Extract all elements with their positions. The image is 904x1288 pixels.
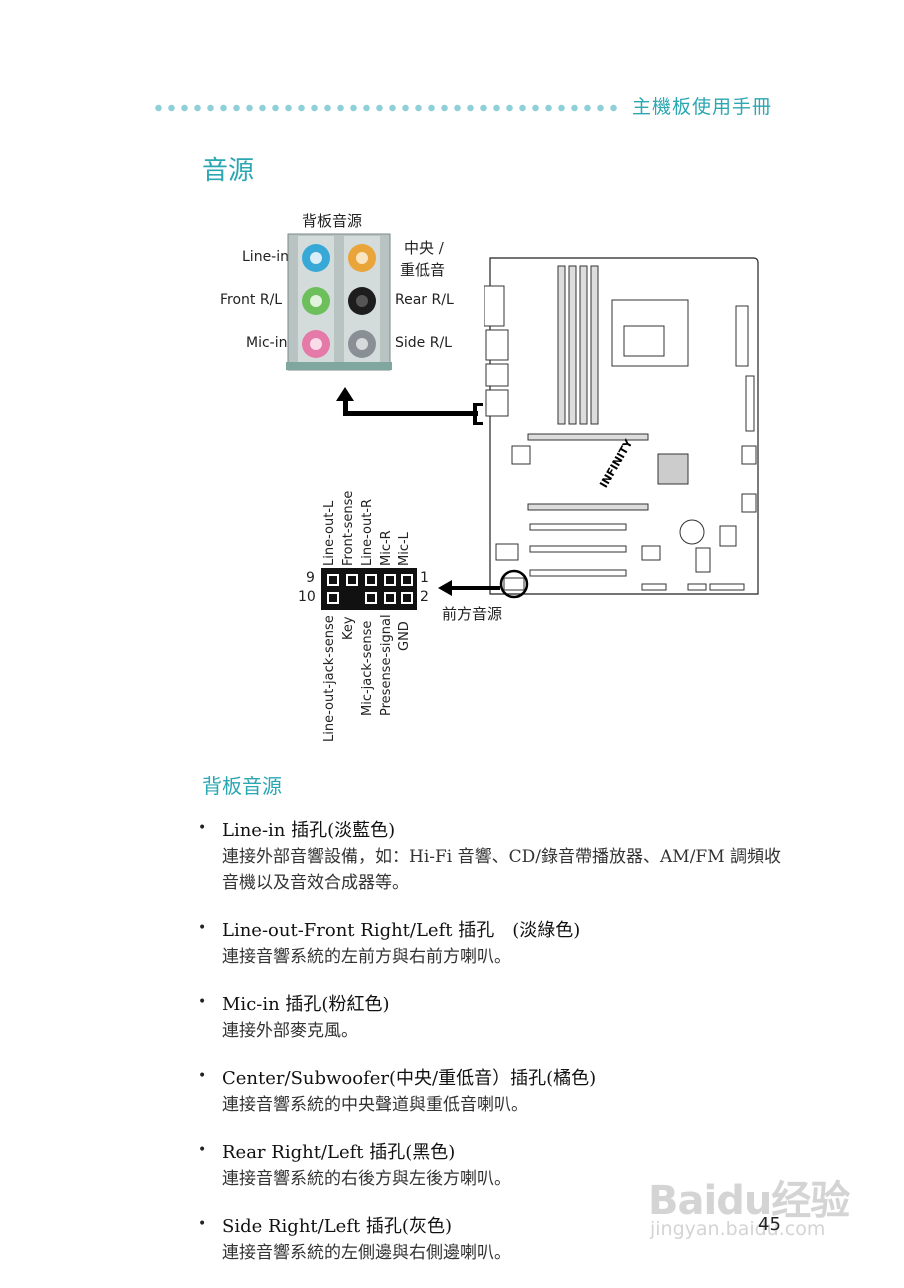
list-item: • Center/Subwoofer(中央/重低音）插孔(橘色) 連接音響系統的… [198, 1066, 798, 1118]
item-desc: 連接音響系統的左側邊與右側邊喇叭。 [222, 1243, 511, 1263]
page-number: 45 [758, 1214, 781, 1235]
jack-green [302, 287, 330, 315]
pin-label-mic-l: Mic-L [397, 532, 412, 566]
pin-label-key: Key [341, 616, 356, 640]
list-item: • Mic-in 插孔(粉紅色) 連接外部麥克風。 [198, 992, 798, 1044]
jack-blue [302, 244, 330, 272]
label-mic-in: Mic-in [246, 335, 288, 351]
item-desc: 連接音響系統的右後方與左後方喇叭。 [222, 1169, 511, 1189]
pin-number-9: 9 [306, 570, 315, 586]
pin-label-line-out-jack-sense: Line-out-jack-sense [322, 615, 337, 742]
watermark-logo: Baidu经验 [648, 1178, 850, 1224]
item-title: Rear Right/Left 插孔(黑色) [222, 1142, 456, 1163]
jack-orange [348, 244, 376, 272]
bullet: • [198, 1216, 207, 1232]
label-side-rl: Side R/L [395, 335, 452, 351]
pin-number-2: 2 [420, 589, 429, 605]
jack-gray [348, 330, 376, 358]
bullet: • [198, 820, 207, 836]
pin-label-gnd: GND [397, 621, 412, 651]
item-title: Line-out-Front Right/Left 插孔 (淡綠色) [222, 920, 581, 941]
list-item: • Side Right/Left 插孔(灰色) 連接音響系統的左側邊與右側邊喇… [198, 1214, 798, 1266]
item-desc: 連接外部音響設備，如：Hi-Fi 音響、CD/錄音帶播放器、AM/FM 調頻收音… [222, 847, 782, 893]
label-rear-rl: Rear R/L [395, 292, 454, 308]
rear-audio-caption: 背板音源 [302, 212, 363, 230]
rear-audio-jacks [286, 233, 392, 371]
motherboard-diagram: INFINITY [484, 257, 759, 599]
list-item: • Line-out-Front Right/Left 插孔 (淡綠色) 連接音… [198, 918, 798, 970]
bullet: • [198, 1142, 207, 1158]
front-audio-arrow [438, 580, 500, 596]
rear-audio-arrow [336, 387, 483, 425]
item-title: Mic-in 插孔(粉紅色) [222, 994, 390, 1015]
jack-description-list: • Line-in 插孔(淡藍色) 連接外部音響設備，如：Hi-Fi 音響、CD… [198, 818, 798, 1288]
pin-label-line-out-r: Line-out-R [360, 498, 375, 566]
pin-label-line-out-l: Line-out-L [322, 500, 337, 566]
section-title: 音源 [202, 156, 255, 186]
bullet: • [198, 1068, 207, 1084]
item-desc: 連接音響系統的中央聲道與重低音喇叭。 [222, 1095, 528, 1115]
bullet: • [198, 994, 207, 1010]
jack-pink [302, 330, 330, 358]
label-subwoofer: 重低音 [400, 261, 446, 279]
item-desc: 連接外部麥克風。 [222, 1021, 358, 1041]
pin-label-front-sense: Front-sense [341, 490, 356, 566]
jack-black [348, 287, 376, 315]
pin-label-presense-signal: Presense-signal [379, 614, 394, 716]
pin-label-mic-jack-sense: Mic-jack-sense [360, 620, 375, 716]
bullet: • [198, 920, 207, 936]
header-title: 主機板使用手冊 [632, 96, 773, 118]
list-item: • Line-in 插孔(淡藍色) 連接外部音響設備，如：Hi-Fi 音響、CD… [198, 818, 798, 896]
item-title: Center/Subwoofer(中央/重低音）插孔(橘色) [222, 1068, 597, 1089]
pin-number-1: 1 [420, 570, 429, 586]
list-item: • Rear Right/Left 插孔(黑色) 連接音響系統的右後方與左後方喇… [198, 1140, 798, 1192]
front-audio-caption: 前方音源 [442, 605, 503, 623]
item-title: Line-in 插孔(淡藍色) [222, 820, 396, 841]
watermark-url: jingyan.baidu.com [650, 1218, 826, 1240]
label-front-rl: Front R/L [220, 292, 283, 308]
item-title: Side Right/Left 插孔(灰色) [222, 1216, 452, 1237]
pin-label-mic-r: Mic-R [379, 530, 394, 566]
header-dots [152, 104, 622, 112]
baidu-watermark: Baidu经验 jingyan.baidu.com [648, 1150, 858, 1245]
label-center: 中央 / [404, 239, 444, 257]
front-audio-header [321, 568, 417, 610]
label-line-in: Line-in [242, 249, 289, 265]
subsection-title: 背板音源 [202, 774, 282, 798]
item-desc: 連接音響系統的左前方與右前方喇叭。 [222, 947, 511, 967]
pin-number-10: 10 [298, 589, 316, 605]
